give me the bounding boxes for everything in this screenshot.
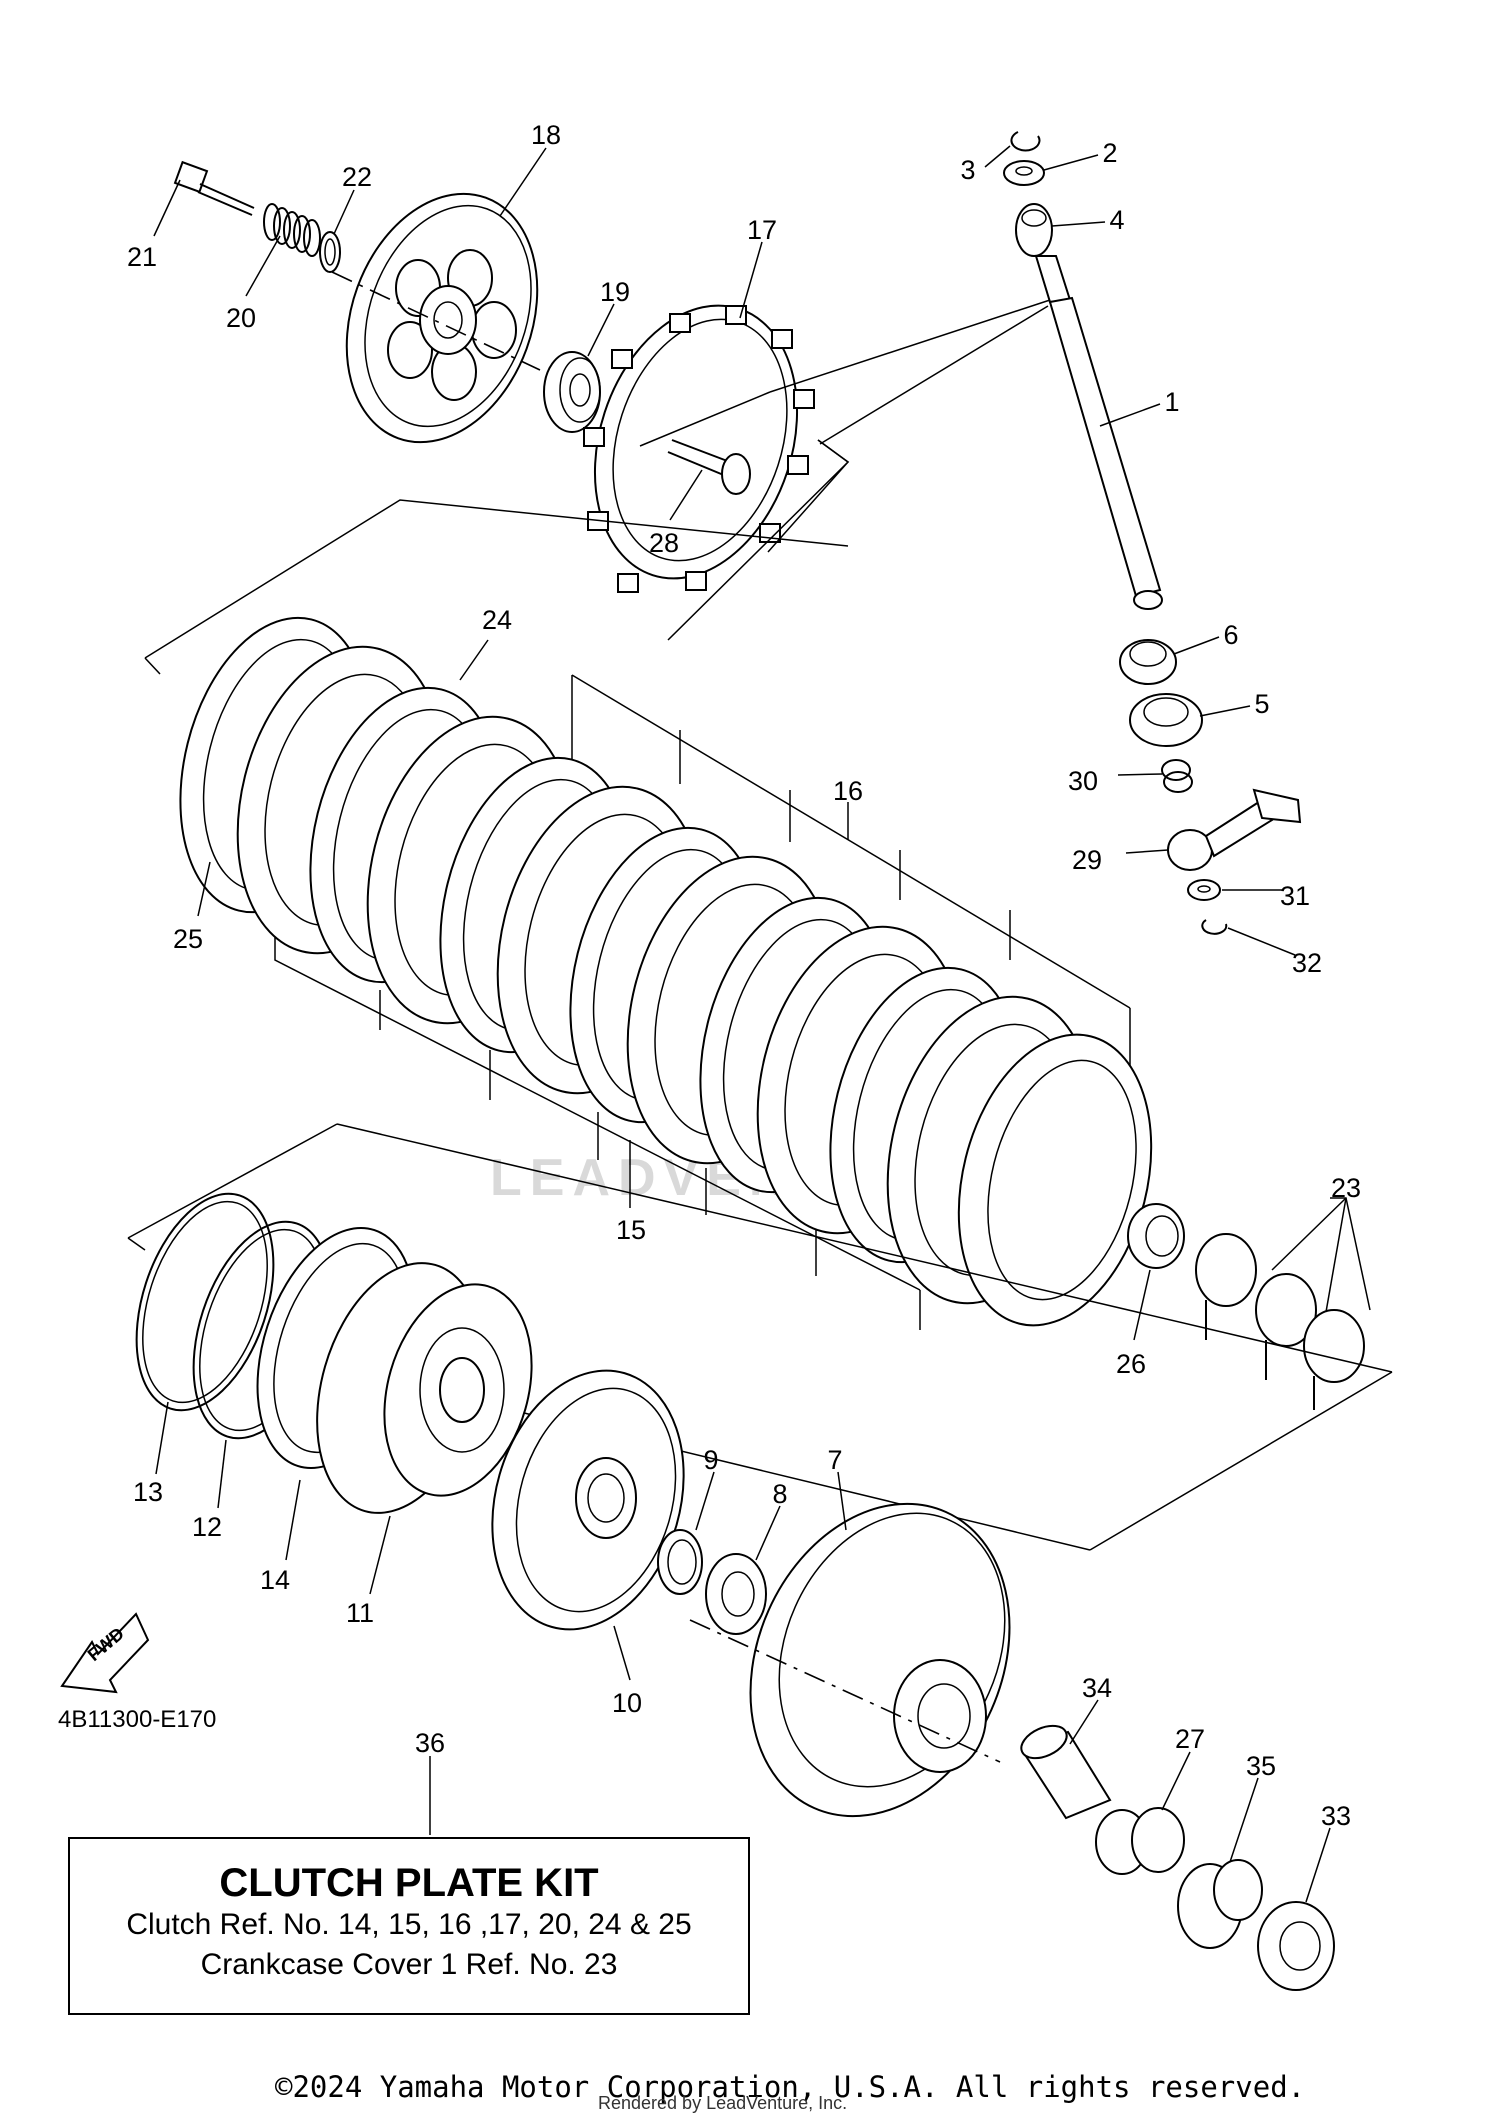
part-clutch-boss-11: [316, 1262, 533, 1514]
part-label-16: 16: [833, 776, 863, 806]
part-shaft-1: [1034, 255, 1163, 610]
part-spacer-34: [1020, 1724, 1112, 1820]
fwd-arrow-icon: FWD: [60, 1612, 150, 1694]
part-gear-35: [1177, 1859, 1263, 1949]
part-circlip-32: [1201, 919, 1228, 935]
part-bearing-6: [1119, 639, 1177, 685]
part-label-14: 14: [260, 1565, 290, 1595]
part-label-18: 18: [531, 120, 561, 150]
part-label-36: 36: [415, 1728, 445, 1758]
copyright-notice: ©2024 Yamaha Motor Corporation, U.S.A. A…: [275, 2070, 1306, 2104]
part-label-2: 2: [1102, 138, 1117, 168]
part-bearing-5: [1129, 693, 1203, 747]
part-label-24: 24: [482, 605, 512, 635]
part-push-rod-28: [667, 439, 751, 495]
part-label-19: 19: [600, 277, 630, 307]
part-label-26: 26: [1116, 1349, 1146, 1379]
clutch-pack-plates: [179, 616, 1153, 1327]
part-label-31: 31: [1280, 881, 1310, 911]
part-bushing-4: [1015, 203, 1053, 257]
part-circlip-3: [1010, 131, 1041, 152]
part-label-9: 9: [703, 1445, 718, 1475]
diagram-code: 4B11300-E170: [58, 1706, 217, 1733]
part-needle-bearing-27: [1095, 1807, 1185, 1875]
part-friction-plate-17: [583, 304, 815, 593]
part-label-28: 28: [649, 528, 679, 558]
part-pressure-plate-18: [345, 192, 539, 444]
part-number-labels: 1234567891011121314151617181920212223242…: [127, 120, 1361, 1831]
kit-clutch-ref: Clutch Ref. No. 14, 15, 16 ,17, 20, 24 &…: [126, 1908, 692, 1941]
part-bearing-19: [543, 351, 601, 433]
kit-crankcase-ref: Crankcase Cover 1 Ref. No. 23: [200, 1948, 618, 1981]
part-washer-8: [705, 1553, 767, 1635]
clutch-plate-kit-box: CLUTCH PLATE KIT Clutch Ref. No. 14, 15,…: [68, 1837, 750, 2015]
part-label-21: 21: [127, 242, 157, 272]
part-label-15: 15: [616, 1215, 646, 1245]
part-label-29: 29: [1072, 845, 1102, 875]
part-label-13: 13: [133, 1477, 163, 1507]
part-label-34: 34: [1082, 1673, 1112, 1703]
part-label-5: 5: [1254, 689, 1269, 719]
part-label-12: 12: [192, 1512, 222, 1542]
part-label-33: 33: [1321, 1801, 1351, 1831]
part-spring-30: [1161, 759, 1193, 793]
part-washer-2: [1003, 160, 1045, 186]
part-label-8: 8: [772, 1479, 787, 1509]
part-clutch-housing-7: [749, 1502, 1011, 1818]
part-label-27: 27: [1175, 1724, 1205, 1754]
part-washer-22: [319, 231, 341, 273]
part-label-11: 11: [346, 1598, 374, 1628]
part-bolt-21: [173, 160, 255, 216]
part-label-20: 20: [226, 303, 256, 333]
part-nut-26: [1127, 1203, 1185, 1269]
part-wire-ring-13: [135, 1192, 275, 1412]
part-label-35: 35: [1246, 1751, 1276, 1781]
part-label-3: 3: [960, 155, 975, 185]
part-spring-20: [263, 203, 321, 257]
part-label-17: 17: [747, 215, 777, 245]
part-washer-33: [1257, 1901, 1335, 1991]
part-label-4: 4: [1109, 205, 1124, 235]
leader-lines: [153, 145, 1371, 1903]
part-label-7: 7: [827, 1445, 842, 1475]
rendered-by-notice: Rendered by LeadVenture, Inc.: [598, 2093, 848, 2113]
part-label-1: 1: [1164, 387, 1179, 417]
part-label-25: 25: [173, 924, 203, 954]
part-washer-9: [657, 1529, 703, 1595]
kit-title: CLUTCH PLATE KIT: [219, 1861, 599, 1905]
part-pressure-plate-10: [491, 1369, 685, 1631]
part-washer-31: [1187, 879, 1221, 901]
part-lever-29: [1167, 788, 1302, 871]
part-label-23: 23: [1331, 1173, 1361, 1203]
part-lock-washers-23: [1195, 1233, 1365, 1410]
part-label-6: 6: [1223, 620, 1238, 650]
part-label-32: 32: [1292, 948, 1322, 978]
part-label-22: 22: [342, 162, 372, 192]
part-label-10: 10: [612, 1688, 642, 1718]
part-label-30: 30: [1068, 766, 1098, 796]
